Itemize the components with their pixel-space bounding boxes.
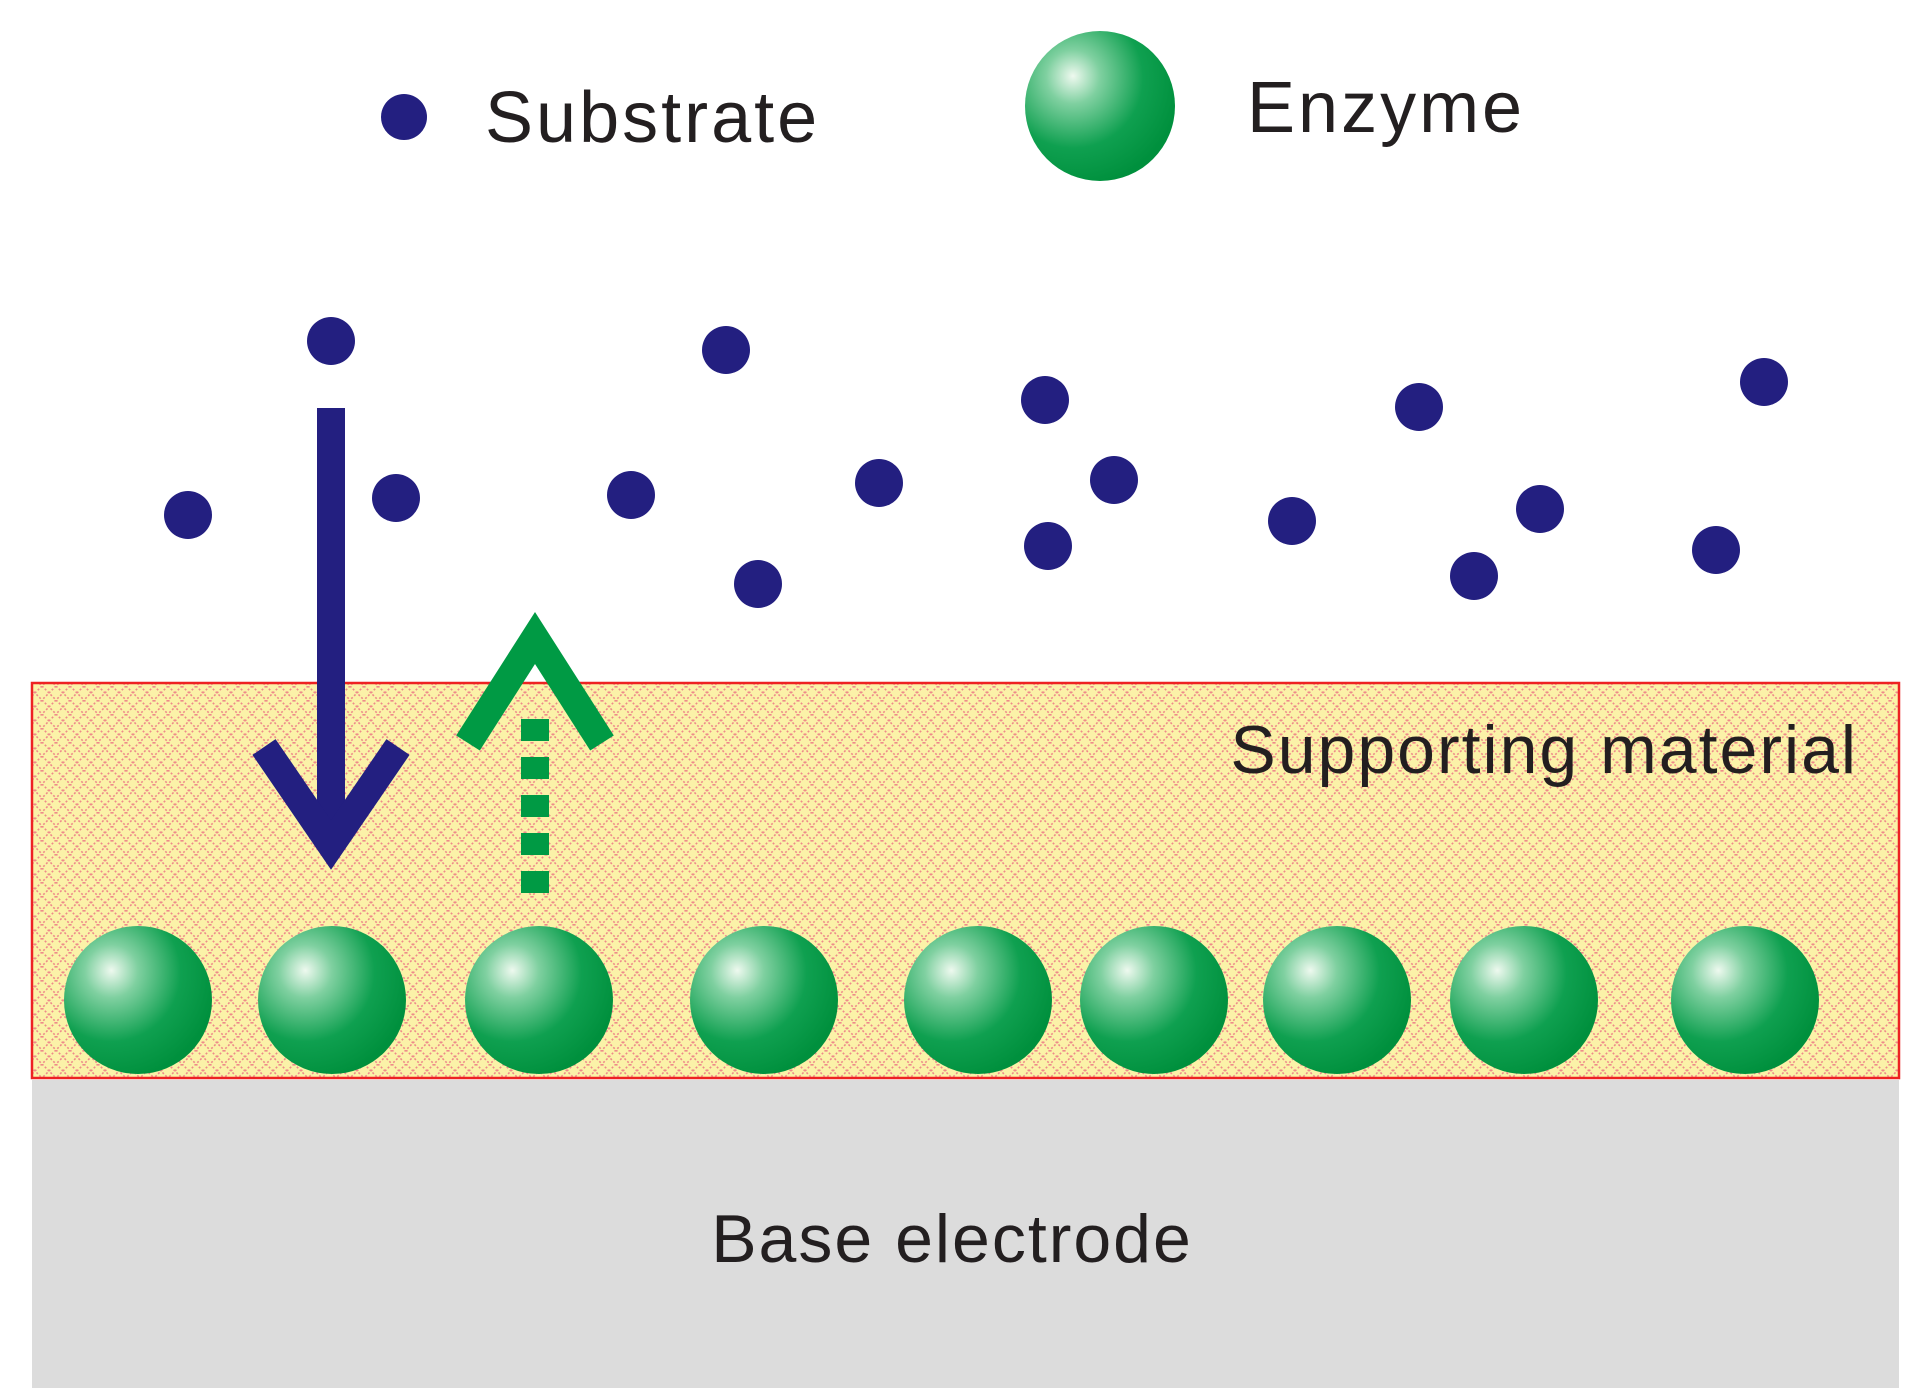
enzyme-sphere [64,926,212,1074]
enzyme-row [64,926,1819,1074]
substrate-molecule [607,471,655,519]
substrate-molecule [1450,552,1498,600]
substrate-molecule [1021,376,1069,424]
enzyme-sphere [258,926,406,1074]
substrate-molecule [307,317,355,365]
enzyme-sphere [904,926,1052,1074]
enzyme-sphere [465,926,613,1074]
base-electrode-label: Base electrode [711,1201,1193,1277]
substrate-molecule [702,326,750,374]
enzyme-sphere [1450,926,1598,1074]
substrate-molecule [855,459,903,507]
enzyme-sphere [1263,926,1411,1074]
enzyme-sphere-icon [1025,31,1175,181]
enzyme-sphere [1080,926,1228,1074]
substrate-molecule [164,491,212,539]
substrate-molecule [1692,526,1740,574]
substrate-molecule [372,474,420,522]
substrate-dot-icon [381,94,427,140]
substrate-molecule [1395,383,1443,431]
substrate-molecule [734,560,782,608]
substrate-molecule [1516,485,1564,533]
substrate-molecules [164,317,1788,608]
legend: Substrate Enzyme [381,31,1525,181]
legend-substrate-label: Substrate [485,78,820,158]
substrate-molecule [1268,497,1316,545]
supporting-material-label: Supporting material [1230,712,1858,788]
arrow-down-icon [252,408,410,870]
base-electrode-layer [32,1080,1899,1388]
enzyme-sphere [690,926,838,1074]
substrate-molecule [1740,358,1788,406]
substrate-molecule [1024,522,1072,570]
legend-enzyme-label: Enzyme [1247,68,1525,148]
enzyme-sphere [1671,926,1819,1074]
dashed-arrow-up-icon [456,611,614,893]
substrate-molecule [1090,456,1138,504]
